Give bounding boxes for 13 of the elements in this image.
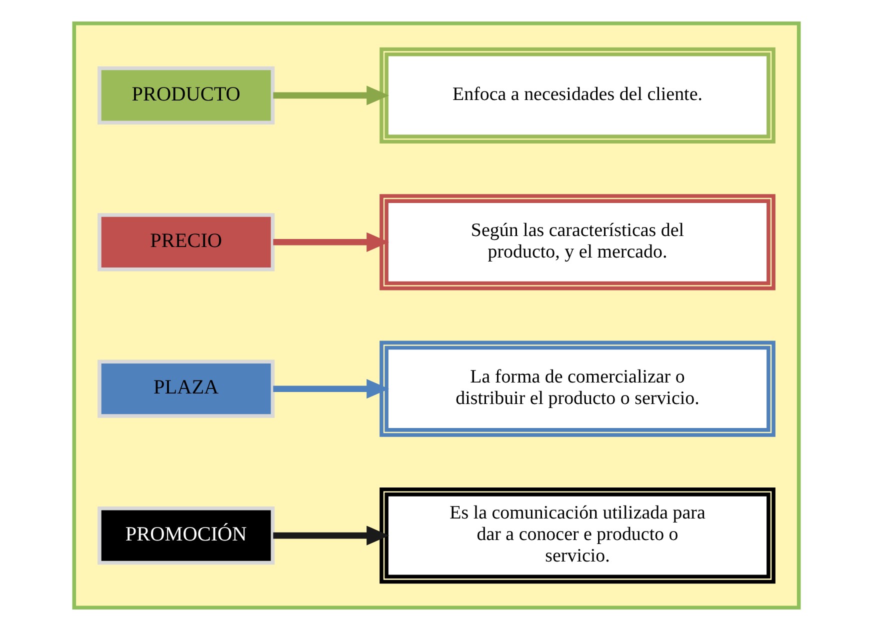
node-box: La forma de comercializar o distribuir el producto o servicio. [379,340,775,437]
node-box: Es la comunicación utilizada para dar a conocer e producto o servicio. [379,488,775,584]
cluster [72,21,800,610]
node-box: PRECIO [97,213,274,272]
arrow [272,379,389,399]
node-box: PROMOCIÓN [97,506,274,565]
node-box: Según las características del producto, y el mercado. [379,194,775,290]
node-box: PLAZA [97,360,274,418]
node-box: Enfoca a necesidades del cliente. [379,47,775,144]
arrow [272,232,389,252]
node-box: PRODUCTO [97,66,274,125]
arrow [272,526,389,546]
arrow [272,86,389,106]
